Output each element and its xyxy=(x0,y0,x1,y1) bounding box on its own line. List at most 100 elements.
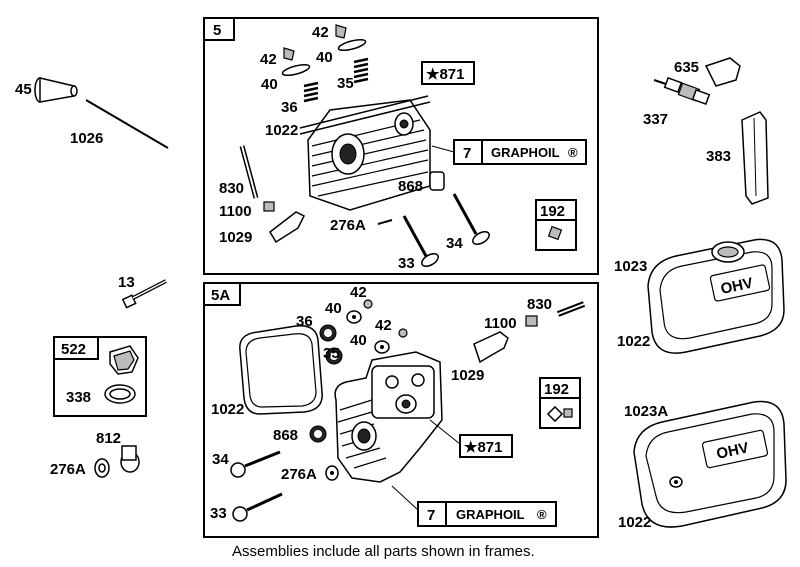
cover-text-1023A: OHV xyxy=(715,439,750,462)
label-1026: 1026 xyxy=(70,130,103,147)
part-1026-rod xyxy=(85,99,169,149)
part-34-valve-top xyxy=(452,193,490,245)
part-830-stud-top xyxy=(239,145,259,199)
label-b34: 34 xyxy=(212,451,229,468)
part-40-retainer-bottom-a xyxy=(346,310,362,324)
star-871-bottom: ★871 xyxy=(464,439,502,456)
label-t830: 830 xyxy=(219,180,244,197)
label-t40a: 40 xyxy=(316,49,333,66)
part-276A-washer-left xyxy=(94,458,110,478)
label-t34: 34 xyxy=(446,235,463,252)
graphoil-num-bottom: 7 xyxy=(427,507,435,524)
part-868-lifter-bottom xyxy=(309,425,327,443)
part-812-fitting xyxy=(120,445,140,473)
part-34-valve-bottom xyxy=(230,450,281,478)
label-r1022b: 1022 xyxy=(618,514,651,531)
frame-192-bottom-tag: 192 xyxy=(544,381,569,398)
frame-5 xyxy=(203,17,599,275)
star-871-box-top xyxy=(421,61,475,85)
label-812: 812 xyxy=(96,430,121,447)
part-1029-rocker-bottom xyxy=(473,331,509,364)
part-42-keeper-bottom-a xyxy=(363,299,373,309)
part-33-valve-top xyxy=(402,215,439,267)
frame-522-tag-box xyxy=(53,336,99,360)
label-b1022: 1022 xyxy=(211,401,244,418)
part-1023A-valve-cover xyxy=(633,400,787,528)
label-r383: 383 xyxy=(706,148,731,165)
star-871-top: ★871 xyxy=(426,66,464,83)
part-192-bottom-seal xyxy=(546,405,573,423)
label-t40b: 40 xyxy=(261,76,278,93)
part-oil-fill-cap xyxy=(109,345,139,375)
frame-5-tag: 5 xyxy=(213,22,221,39)
part-33-valve-bottom xyxy=(232,492,283,522)
label-45: 45 xyxy=(15,81,32,98)
label-t42b: 42 xyxy=(260,51,277,68)
label-b40a: 40 xyxy=(325,300,342,317)
part-868-lifter-top xyxy=(429,171,445,191)
part-383-plug-wrench xyxy=(741,111,769,205)
label-t276A: 276A xyxy=(330,217,366,234)
caption: Assemblies include all parts shown in fr… xyxy=(232,543,535,560)
part-192-top-seal xyxy=(547,225,563,241)
label-t1029: 1029 xyxy=(219,229,252,246)
label-t35: 35 xyxy=(337,75,354,92)
label-b42b: 42 xyxy=(375,317,392,334)
part-276A-washer-bottom xyxy=(325,465,339,481)
label-b868: 868 xyxy=(273,427,298,444)
frame-5A xyxy=(203,282,599,538)
part-1100-nut-bottom xyxy=(525,315,538,327)
frame-5-tag-box xyxy=(203,17,235,41)
label-338: 338 xyxy=(66,389,91,406)
label-b33: 33 xyxy=(210,505,227,522)
label-r1022a: 1022 xyxy=(617,333,650,350)
frame-5A-tag-box xyxy=(203,282,241,306)
part-276A-top xyxy=(377,219,393,225)
label-t33: 33 xyxy=(398,255,415,272)
label-r635: 635 xyxy=(674,59,699,76)
part-35-spring-bottom xyxy=(325,347,343,365)
cylinder-head-top xyxy=(299,95,431,211)
part-40-retainer-bottom-b xyxy=(374,340,390,354)
label-t36: 36 xyxy=(281,99,298,116)
frame-192-top xyxy=(535,199,577,251)
label-t1022: 1022 xyxy=(265,122,298,139)
graphoil-text-top: GRAPHOIL xyxy=(491,145,560,160)
part-1023-valve-cover xyxy=(647,238,785,354)
part-830-stud-bottom xyxy=(556,301,586,317)
frame-192-bottom xyxy=(539,377,581,429)
part-35-spring-top xyxy=(353,57,369,84)
graphoil-text-bottom: GRAPHOIL xyxy=(456,507,525,522)
frame-522 xyxy=(53,336,147,417)
frame-522-tag: 522 xyxy=(61,341,86,358)
part-42-keeper-bottom-b xyxy=(398,328,408,338)
label-276A-left: 276A xyxy=(50,461,86,478)
graphoil-num-top: 7 xyxy=(463,145,471,162)
star-871-box-bottom xyxy=(459,434,513,458)
graphoil-box-top xyxy=(431,139,587,165)
part-1100-nut-top xyxy=(263,201,275,212)
part-42-keeper-top-a xyxy=(335,24,347,39)
part-42-keeper-top-b xyxy=(283,47,295,61)
part-45-bolt xyxy=(34,77,78,103)
part-36-spring-bottom xyxy=(319,324,337,342)
label-b42a: 42 xyxy=(350,284,367,301)
part-40-retainer-top-a xyxy=(337,38,367,52)
part-337-spark-plug xyxy=(653,76,711,106)
cylinder-head-bottom xyxy=(334,351,443,483)
label-b40b: 40 xyxy=(350,332,367,349)
label-b1029: 1029 xyxy=(451,367,484,384)
cover-text-1023: OHV xyxy=(719,275,754,298)
label-r337: 337 xyxy=(643,111,668,128)
label-t42a: 42 xyxy=(312,24,329,41)
part-635-plug-boot xyxy=(704,57,741,87)
part-36-spring-top xyxy=(303,81,319,103)
part-1022-gasket xyxy=(239,325,323,415)
part-1029-rocker-top xyxy=(269,211,306,244)
label-r1023: 1023 xyxy=(614,258,647,275)
graphoil-mark-bottom: ® xyxy=(537,507,547,522)
label-b35: 35 xyxy=(323,345,340,362)
label-13: 13 xyxy=(118,274,135,291)
